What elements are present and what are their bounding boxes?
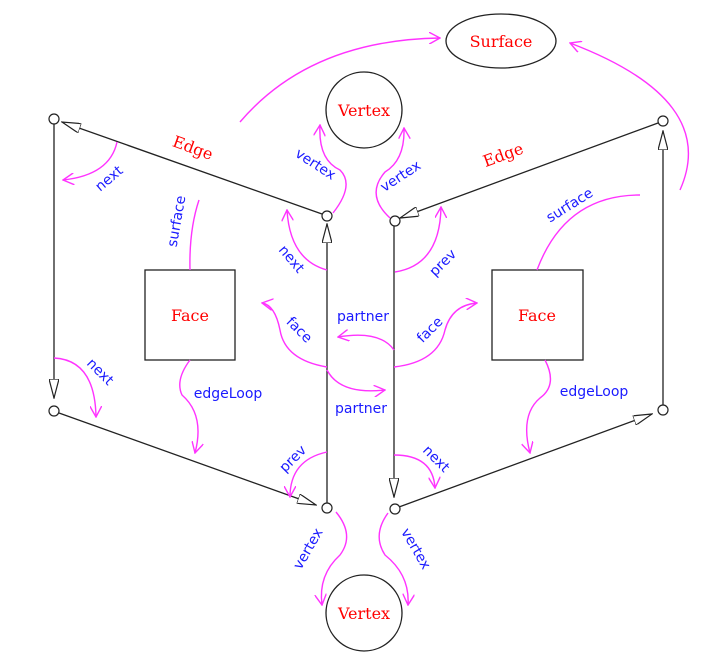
node [48, 405, 60, 417]
next-label: next [275, 242, 308, 276]
vertex-label: vertex [397, 526, 433, 573]
node [657, 115, 669, 127]
edge-nodes [48, 113, 669, 515]
edge-d-to-c [400, 122, 659, 218]
surface-link-right [536, 194, 641, 271]
surface-label: Surface [470, 32, 533, 51]
partner-arrow-bottom [326, 369, 385, 391]
prev-arrow [394, 207, 441, 273]
vertex-bottom-label: Vertex [337, 604, 390, 623]
face-label: face [283, 314, 315, 346]
edgeloop-label: edgeLoop [560, 384, 629, 400]
face-right-label: Face [518, 306, 556, 325]
edge-right-label: Edge [480, 139, 526, 171]
next-label: next [419, 443, 453, 477]
next-arrow [393, 454, 435, 488]
vertex-label: vertex [292, 146, 338, 184]
vertex-arrow [378, 512, 408, 605]
edge-left-label: Edge [170, 132, 216, 164]
node [657, 404, 669, 416]
next-label: next [83, 356, 117, 390]
prev-label: prev [276, 442, 309, 475]
edge-b-to-a [62, 122, 323, 215]
partner-arrow-top [338, 335, 395, 351]
surface-arrow-right [570, 43, 690, 191]
vertex-arrow [321, 511, 348, 605]
next-arrow [53, 357, 96, 417]
vertex-top-label: Vertex [337, 101, 390, 120]
face-left-label: Face [171, 306, 209, 325]
vertex-bottom-shape [325, 574, 403, 652]
next-arrow [63, 141, 118, 180]
vertex-arrow [375, 128, 404, 219]
prev-label: prev [426, 246, 459, 279]
partner-label: partner [335, 401, 387, 417]
next-label: next [92, 163, 126, 196]
face-arrow-right [393, 303, 477, 368]
vertex-arrow [320, 125, 347, 214]
relation-arrows [53, 38, 690, 605]
edgeloop-label: edgeLoop [194, 386, 263, 402]
edgeloop-arrow-right [527, 359, 552, 453]
prev-arrow [290, 451, 328, 497]
edgeloop-arrow-left [179, 359, 198, 453]
surface-shape [445, 13, 557, 69]
node [321, 502, 333, 514]
next-arrow [287, 210, 328, 271]
surface-arrow-left [239, 38, 440, 123]
node [389, 215, 401, 227]
node [321, 210, 333, 222]
node [48, 113, 60, 125]
vertex-label: vertex [290, 526, 326, 573]
vertex-label: vertex [378, 158, 424, 196]
node [389, 503, 401, 515]
surface-link-left [189, 199, 200, 271]
partner-label: partner [337, 309, 389, 325]
face-arrow-left [262, 303, 328, 368]
vertex-top-shape [325, 71, 403, 149]
half-edges [54, 122, 663, 508]
edge-e-to-f [58, 412, 316, 505]
relation-labels: next surface vertex next vertex prev sur… [83, 146, 628, 573]
surface-label: surface [165, 194, 190, 248]
edge-g-to-h [398, 414, 652, 508]
